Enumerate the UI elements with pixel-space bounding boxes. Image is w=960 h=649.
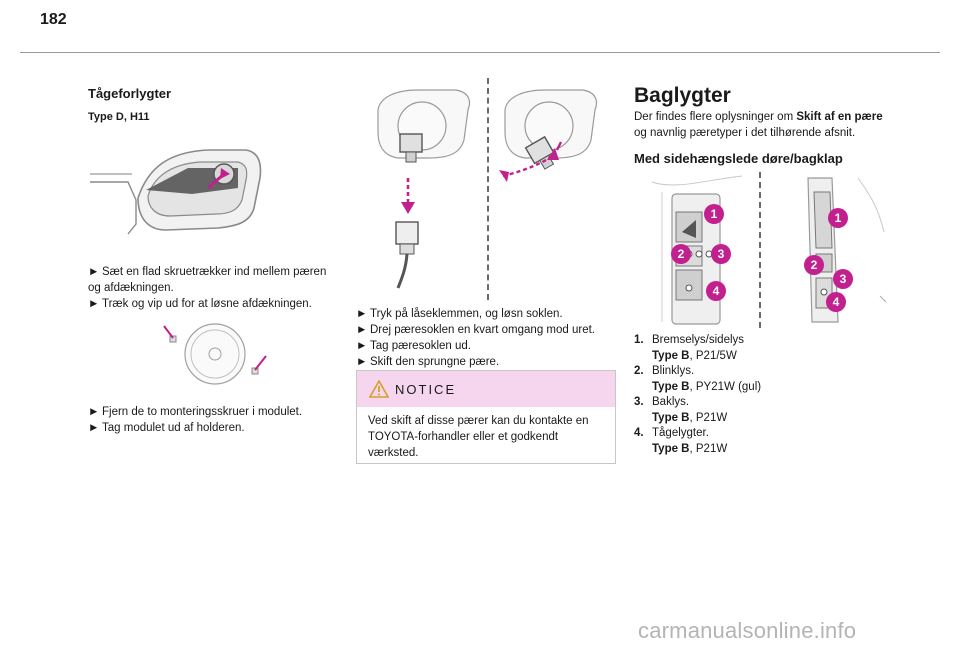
callout-1-right: 1 <box>828 208 848 228</box>
figure-divider <box>487 78 489 300</box>
step-item: ►Tag pæresoklen ud. <box>356 340 472 352</box>
watermark: carmanualsonline.info <box>638 618 857 643</box>
step-item: ►Tryk på låseklemmen, og løsn soklen. <box>356 308 563 320</box>
header-rule <box>20 52 940 53</box>
callout-2-right: 2 <box>804 255 824 275</box>
step-item: ►Fjern de to monteringsskruer i modulet. <box>88 406 303 418</box>
bulb-socket-release-illustration <box>377 89 471 289</box>
callout-3-right: 3 <box>833 269 853 289</box>
rear-lamp-left-illustration <box>651 175 743 325</box>
callout-1-left: 1 <box>704 204 724 224</box>
callout-2-left: 2 <box>671 244 691 264</box>
bullet-arrow: ► <box>88 266 100 278</box>
warning-triangle-icon <box>369 380 389 398</box>
fog-light-cover-illustration <box>90 149 262 235</box>
bullet-arrow: ► <box>88 422 100 434</box>
notice-title: NOTICE <box>395 382 457 397</box>
steps-remove-module: ►Fjern de to monteringsskruer i modulet.… <box>88 404 338 436</box>
callout-4-left: 4 <box>706 281 726 301</box>
step-item: ►Træk og vip ud for at løsne afdækningen… <box>88 298 312 310</box>
bulb-list: 1. Bremselys/sidelys Type B, P21/5W 2. B… <box>634 333 864 457</box>
list-item: 2. Blinklys. Type B, PY21W (gul) <box>634 365 762 393</box>
cross-reference: Skift af en pære <box>796 111 883 123</box>
step-item: ►Skift den sprungne pære. <box>356 356 500 368</box>
rear-lights-subtitle: Med sidehængslede døre/bagklap <box>634 151 843 166</box>
notice-text: Ved skift af disse pærer kan du kontakte… <box>368 415 589 459</box>
fog-light-module-illustration <box>163 323 267 385</box>
list-item: 4. Tågelygter. Type B, P21W <box>634 427 728 455</box>
bullet-arrow: ► <box>356 324 368 336</box>
page-number: 182 <box>40 11 67 28</box>
steps-replace-bulb: ►Tryk på låseklemmen, og løsn soklen. ►D… <box>356 306 618 370</box>
steps-remove-cover: ►Sæt en flad skruetrækker ind mellem pær… <box>88 264 338 312</box>
callout-3-left: 3 <box>711 244 731 264</box>
section-title-rear-lights: Baglygter <box>634 84 731 107</box>
step-item: ►Tag modulet ud af holderen. <box>88 422 245 434</box>
rear-lights-intro: Der findes flere oplysninger om Skift af… <box>634 111 883 139</box>
notice-header: NOTICE <box>357 371 615 407</box>
bullet-arrow: ► <box>356 308 368 320</box>
section-title-fog-lights: Tågeforlygter <box>88 86 172 101</box>
bullet-arrow: ► <box>88 298 100 310</box>
notice-box: NOTICE Ved skift af disse pærer kan du k… <box>356 370 616 464</box>
fog-lights-type: Type D, H11 <box>88 111 150 123</box>
bullet-arrow: ► <box>356 356 368 368</box>
bullet-arrow: ► <box>356 340 368 352</box>
callout-4-right: 4 <box>826 292 846 312</box>
bulb-socket-rotate-illustration <box>499 89 598 182</box>
list-item: 3. Baklys. Type B, P21W <box>634 396 728 424</box>
step-item: ►Drej pæresoklen en kvart omgang mod ure… <box>356 324 595 336</box>
bullet-arrow: ► <box>88 406 100 418</box>
list-item: 1. Bremselys/sidelys Type B, P21/5W <box>634 334 745 362</box>
rear-figure-divider <box>759 172 761 328</box>
step-item: ►Sæt en flad skruetrækker ind mellem pær… <box>88 266 327 294</box>
